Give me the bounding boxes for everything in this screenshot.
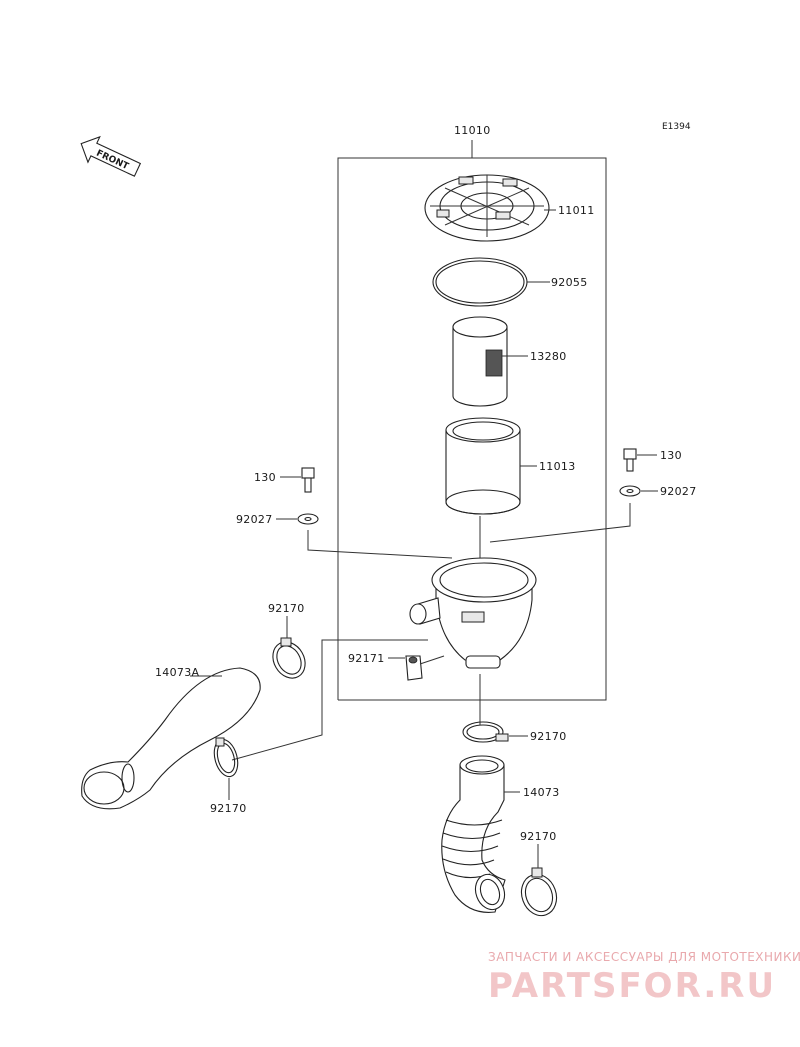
- clamp-lower-right: [520, 867, 558, 917]
- washer-left: [297, 513, 319, 525]
- bellows-hose: [441, 755, 506, 913]
- label-assembly: 11010: [454, 124, 491, 137]
- washer-right: [619, 485, 641, 497]
- label-inner-element: 13280: [530, 350, 567, 363]
- label-washer-left: 92027: [236, 513, 273, 526]
- outer-element: [445, 417, 521, 515]
- bracket: [405, 655, 423, 681]
- label-clamp-center: 92170: [530, 730, 567, 743]
- intake-duct: [81, 667, 261, 810]
- bolt-right: [623, 448, 637, 472]
- inner-element: [452, 316, 508, 407]
- clamp-lower-left: [213, 737, 239, 778]
- label-clamp-upper-left: 92170: [268, 602, 305, 615]
- label-washer-right: 92027: [660, 485, 697, 498]
- label-clamp-lower-right: 92170: [520, 830, 557, 843]
- label-hose: 14073: [523, 786, 560, 799]
- watermark-logo: PARTSFOR.RU: [488, 966, 777, 1006]
- o-ring: [432, 257, 528, 307]
- watermark-tagline: ЗАПЧАСТИ И АКСЕССУАРЫ ДЛЯ МОТОТЕХНИКИ: [488, 950, 800, 964]
- label-bolt-right: 130: [660, 449, 682, 462]
- label-duct: 14073A: [155, 666, 199, 679]
- air-cleaner-cap: [424, 174, 550, 242]
- air-cleaner-housing: [409, 557, 537, 669]
- bolt-left: [301, 467, 315, 493]
- label-outer-element: 11013: [539, 460, 576, 473]
- label-cap: 11011: [558, 204, 595, 217]
- front-arrow-icon: FRONT: [80, 135, 142, 177]
- label-bracket: 92171: [348, 652, 385, 665]
- label-clamp-lower-left: 92170: [210, 802, 247, 815]
- clamp-upper-left: [272, 637, 306, 679]
- diagram-code: E1394: [662, 122, 691, 132]
- label-bolt-left: 130: [254, 471, 276, 484]
- clamp-center: [462, 721, 509, 743]
- label-oring: 92055: [551, 276, 588, 289]
- assembly-bracket: [337, 140, 607, 701]
